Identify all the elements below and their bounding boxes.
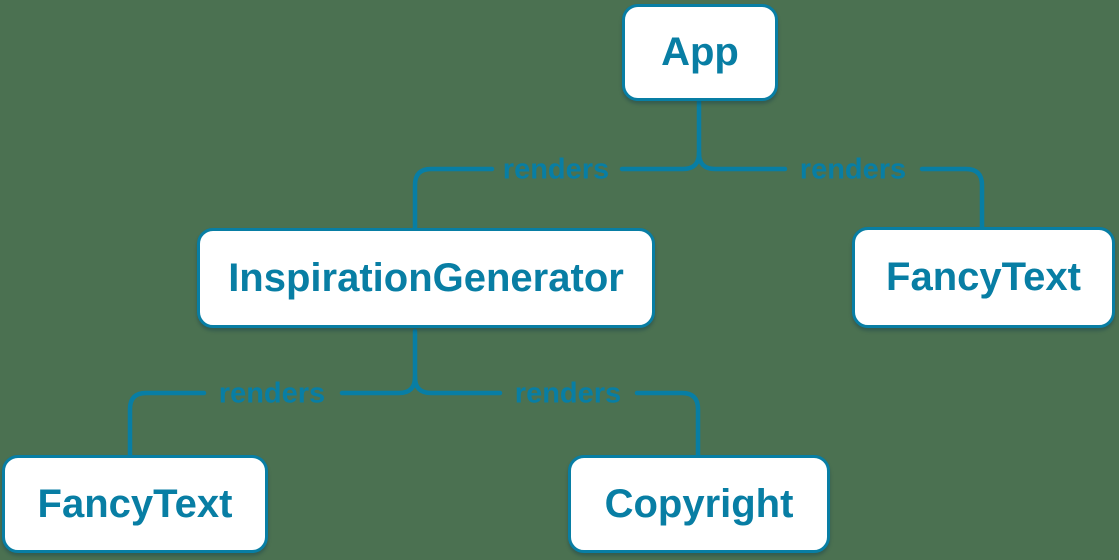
edge-app-fancy-text bbox=[696, 150, 985, 230]
node-inspiration-generator: InspirationGenerator bbox=[197, 228, 655, 328]
edge-label-renders-app-inspiration-generator: renders bbox=[502, 153, 610, 186]
node-app-label: App bbox=[661, 30, 739, 74]
node-fancy-text-bottom: FancyText bbox=[2, 455, 268, 553]
node-fancy-text-top-label: FancyText bbox=[886, 255, 1081, 299]
edge-label-renders-app-fancy-text: renders bbox=[799, 153, 907, 186]
node-app: App bbox=[622, 4, 778, 101]
node-copyright-label: Copyright bbox=[604, 481, 794, 526]
edge-label-renders-inspiration-generator-fancy-text: renders bbox=[218, 377, 326, 410]
node-fancy-text-top: FancyText bbox=[852, 227, 1115, 328]
edge-label-renders-inspiration-generator-copyright: renders bbox=[514, 377, 622, 410]
edge-inspiration-generator-copyright bbox=[412, 374, 701, 458]
node-copyright: Copyright bbox=[568, 455, 830, 553]
node-fancy-text-bottom-label: FancyText bbox=[37, 481, 233, 526]
node-inspiration-generator-label: InspirationGenerator bbox=[228, 255, 624, 300]
